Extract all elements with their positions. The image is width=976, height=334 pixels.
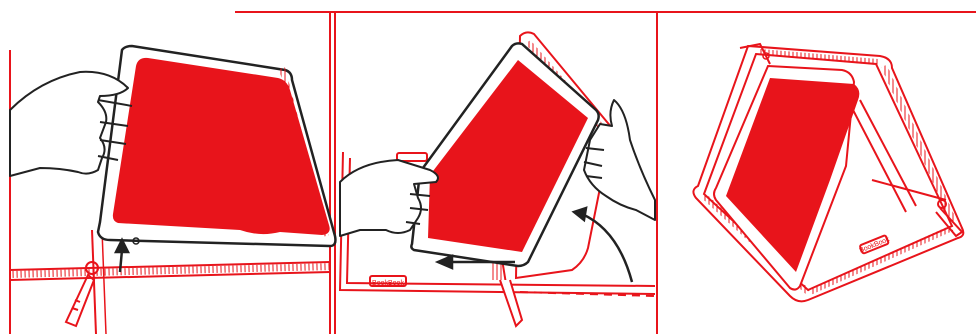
tablet-screen: [113, 58, 330, 235]
tablet: [98, 46, 335, 246]
panel-2: BookBook: [340, 32, 655, 326]
panel-1: [10, 46, 335, 334]
tablet: [714, 53, 859, 290]
panel-3: BookBook: [693, 44, 963, 301]
brand-label: BookBook: [372, 280, 404, 287]
